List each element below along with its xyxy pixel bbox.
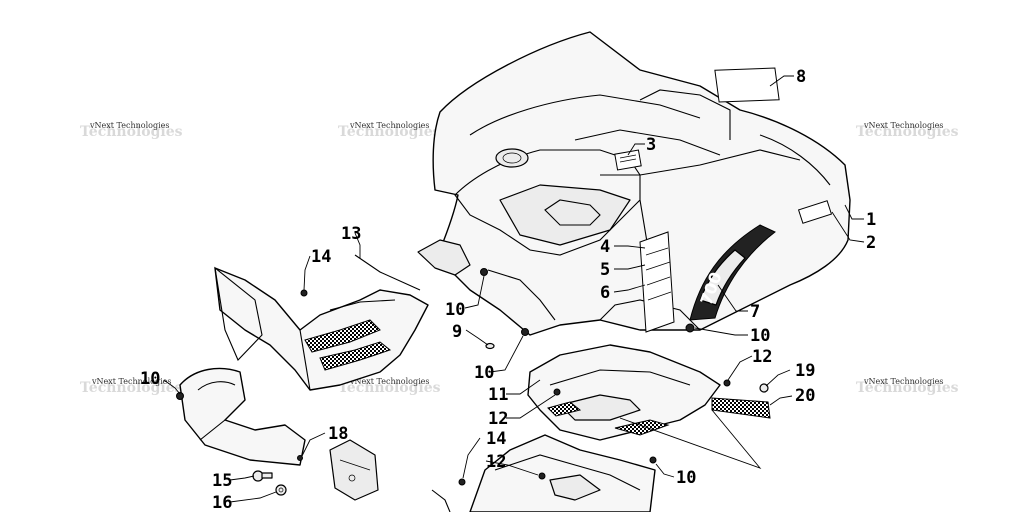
callout-14: 14 [311, 247, 331, 267]
callout-2: 2 [866, 233, 876, 253]
callout-12: 12 [752, 347, 772, 367]
rear-fender-assembly: 700 [417, 31, 851, 350]
watermark: vNext Technologies [349, 121, 429, 130]
callout-10: 10 [750, 326, 770, 346]
callout-18: 18 [328, 424, 348, 444]
watermark: vNext Technologies [863, 121, 943, 130]
watermark-ghost: Technologies [856, 380, 959, 396]
callout-15: 15 [212, 471, 232, 491]
watermark-ghost: Technologies [80, 380, 183, 396]
watermark: vNext Technologies [89, 121, 169, 130]
hardware [252, 470, 287, 496]
callout-14: 14 [486, 429, 506, 449]
left-footwell [214, 254, 429, 391]
callout-6: 6 [600, 283, 610, 303]
callouts: 8 1 2 3 4 5 6 7 10 10 9 10 11 12 12 19 2… [140, 67, 876, 512]
callout-10: 10 [676, 468, 696, 488]
callout-7: 7 [750, 302, 760, 322]
watermark-ghost: Technologies [856, 124, 959, 140]
footrest [711, 383, 771, 419]
callout-20: 20 [795, 386, 815, 406]
callout-12: 12 [488, 409, 508, 429]
callout-12: 12 [486, 452, 506, 472]
watermark: vNext Technologies [91, 377, 171, 386]
left-mud-flap [176, 367, 306, 466]
lower-footwell [431, 434, 656, 512]
callout-1: 1 [866, 210, 876, 230]
callout-3: 3 [646, 135, 656, 155]
watermark-ghost: Technologies [338, 124, 441, 140]
callout-8: 8 [796, 67, 806, 87]
callout-10: 10 [140, 369, 160, 389]
callout-16: 16 [212, 493, 232, 512]
watermark-ghost: Technologies [80, 124, 183, 140]
watermark-ghost: Technologies [338, 380, 441, 396]
leader-lines [163, 75, 865, 503]
callout-9: 9 [452, 322, 462, 342]
center-footwell [527, 344, 731, 464]
callout-19: 19 [795, 361, 815, 381]
callout-5: 5 [600, 260, 610, 280]
callout-10: 10 [474, 363, 494, 383]
bracket [297, 439, 379, 501]
callout-11: 11 [488, 385, 508, 405]
callout-4: 4 [600, 237, 610, 257]
watermark: vNext Technologies [863, 377, 943, 386]
callout-13: 13 [341, 224, 361, 244]
watermark: vNext Technologies [349, 377, 429, 386]
callout-10: 10 [445, 300, 465, 320]
